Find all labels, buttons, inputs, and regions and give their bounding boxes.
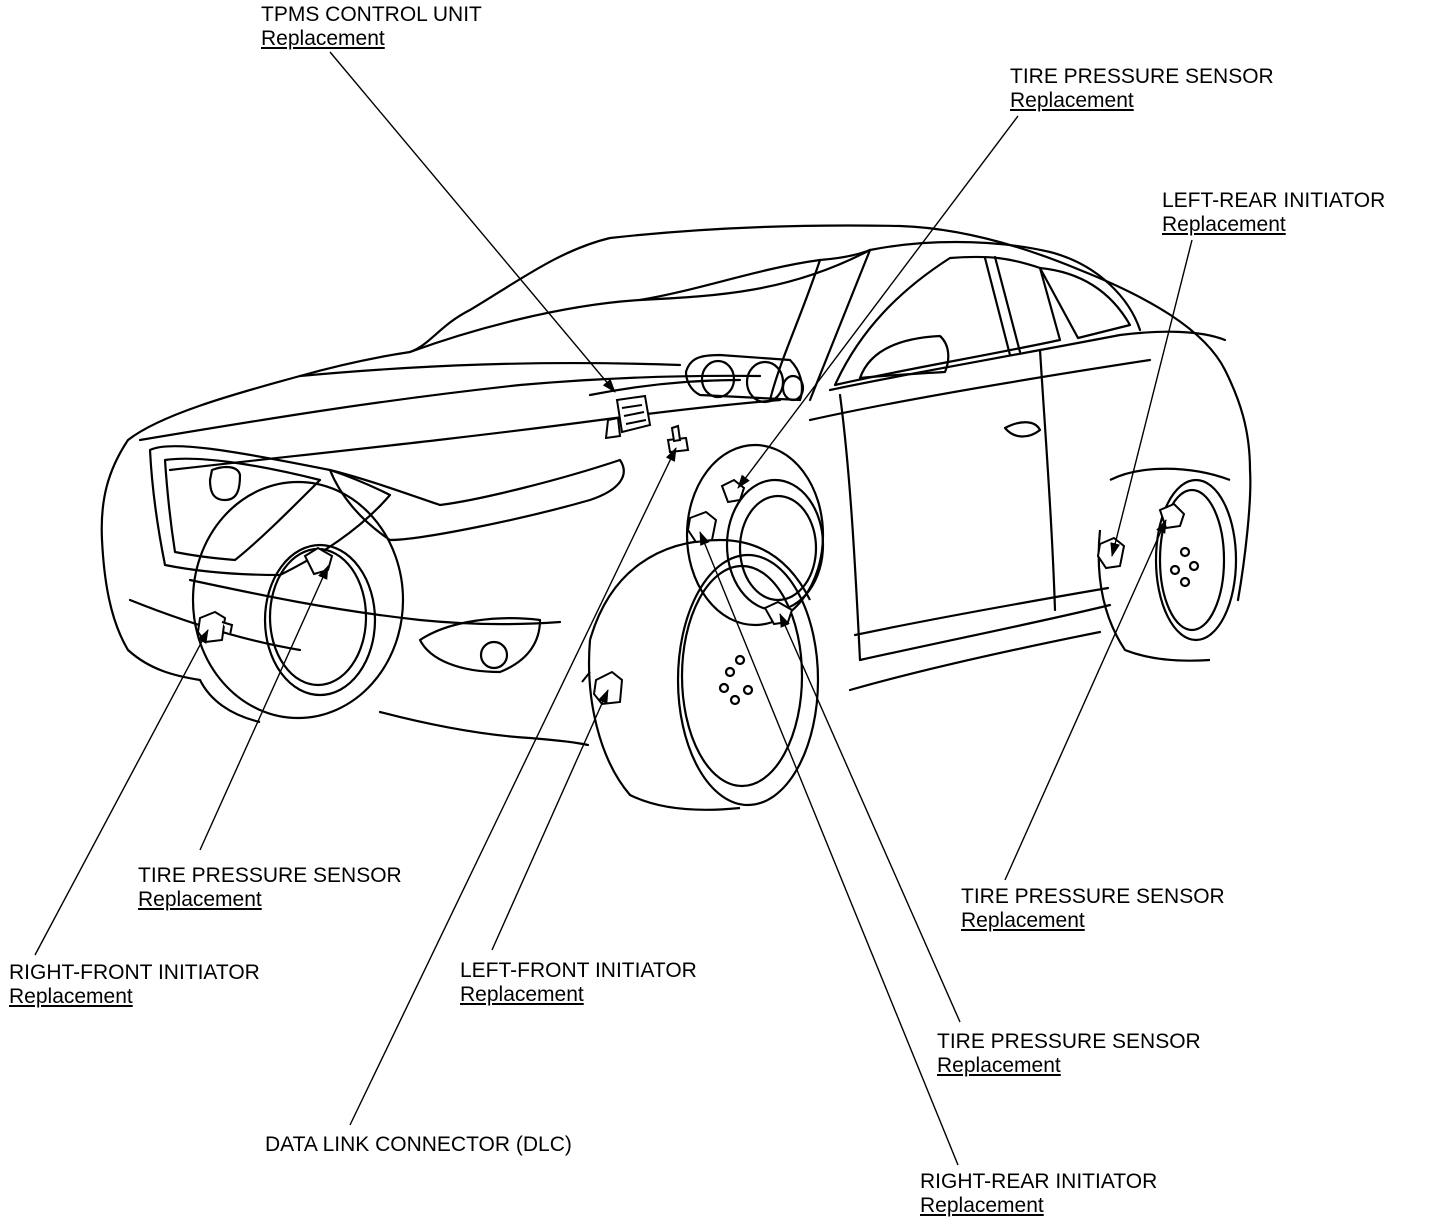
callout-title: TIRE PRESSURE SENSOR: [138, 864, 402, 887]
callout-title: TIRE PRESSURE SENSOR: [937, 1030, 1201, 1053]
front-right-wheel: [191, 480, 405, 720]
leader-left-front-initiator: [491, 689, 609, 951]
leader-tire-pressure-sensor-front: [199, 565, 329, 851]
callout-tire-pressure-sensor-rear: TIRE PRESSURE SENSOR Replacement: [961, 885, 1225, 933]
replacement-link[interactable]: Replacement: [1010, 89, 1134, 112]
callout-title: DATA LINK CONNECTOR (DLC): [265, 1133, 572, 1156]
leader-tire-pressure-sensor-rear: [1004, 519, 1167, 881]
callout-tire-pressure-sensor-mid: TIRE PRESSURE SENSOR Replacement: [937, 1030, 1201, 1078]
callout-tpms-control-unit: TPMS CONTROL UNIT Replacement: [261, 3, 482, 51]
leader-tpms-control-unit: [329, 51, 616, 393]
leader-lines: [34, 51, 1193, 1166]
callout-right-front-initiator: RIGHT-FRONT INITIATOR Replacement: [9, 961, 260, 1009]
callout-data-link-connector: DATA LINK CONNECTOR (DLC): [265, 1133, 572, 1157]
dlc-connector-icon: [666, 424, 690, 454]
components: [196, 394, 1186, 706]
rear-left-wheel: [1154, 478, 1238, 642]
replacement-link[interactable]: Replacement: [9, 985, 133, 1008]
replacement-link[interactable]: Replacement: [1162, 213, 1286, 236]
replacement-link[interactable]: Replacement: [961, 909, 1085, 932]
callout-tire-pressure-sensor-front: TIRE PRESSURE SENSOR Replacement: [138, 864, 402, 912]
callout-left-rear-initiator: LEFT-REAR INITIATOR Replacement: [1162, 189, 1385, 237]
leader-right-rear-initiator: [699, 531, 959, 1166]
callout-title: LEFT-REAR INITIATOR: [1162, 189, 1386, 212]
callout-title: TIRE PRESSURE SENSOR: [961, 885, 1225, 908]
replacement-link[interactable]: Replacement: [261, 27, 385, 50]
leader-data-link-connector: [349, 447, 677, 1126]
callout-left-front-initiator: LEFT-FRONT INITIATOR Replacement: [460, 959, 697, 1007]
replacement-link[interactable]: Replacement: [920, 1194, 1044, 1217]
leader-tire-pressure-sensor-mid: [779, 613, 961, 1023]
replacement-link[interactable]: Replacement: [937, 1054, 1061, 1077]
replacement-link[interactable]: Replacement: [460, 983, 584, 1006]
front-tire-pressure-sensor-icon: [303, 546, 334, 576]
wheels: [191, 443, 1238, 811]
leader-left-rear-initiator: [1110, 239, 1193, 557]
car-body: [100, 224, 1252, 747]
right-front-initiator-icon: [196, 610, 234, 644]
callout-title: RIGHT-REAR INITIATOR: [920, 1170, 1158, 1193]
leader-tire-pressure-sensor-top: [737, 115, 1019, 489]
left-rear-initiator-icon: [1096, 536, 1126, 570]
callout-title: TIRE PRESSURE SENSOR: [1010, 65, 1274, 88]
leader-right-front-initiator: [34, 629, 209, 956]
left-front-initiator-icon: [581, 670, 624, 706]
callout-title: LEFT-FRONT INITIATOR: [460, 959, 697, 982]
callout-right-rear-initiator: RIGHT-REAR INITIATOR Replacement: [920, 1170, 1157, 1218]
callout-title: RIGHT-FRONT INITIATOR: [9, 961, 260, 984]
callout-tire-pressure-sensor-top: TIRE PRESSURE SENSOR Replacement: [1010, 65, 1274, 113]
tpms-control-unit-icon: [604, 394, 652, 440]
callout-title: TPMS CONTROL UNIT: [261, 3, 482, 26]
replacement-link[interactable]: Replacement: [138, 888, 262, 911]
rear-right-wheel: [676, 553, 820, 807]
